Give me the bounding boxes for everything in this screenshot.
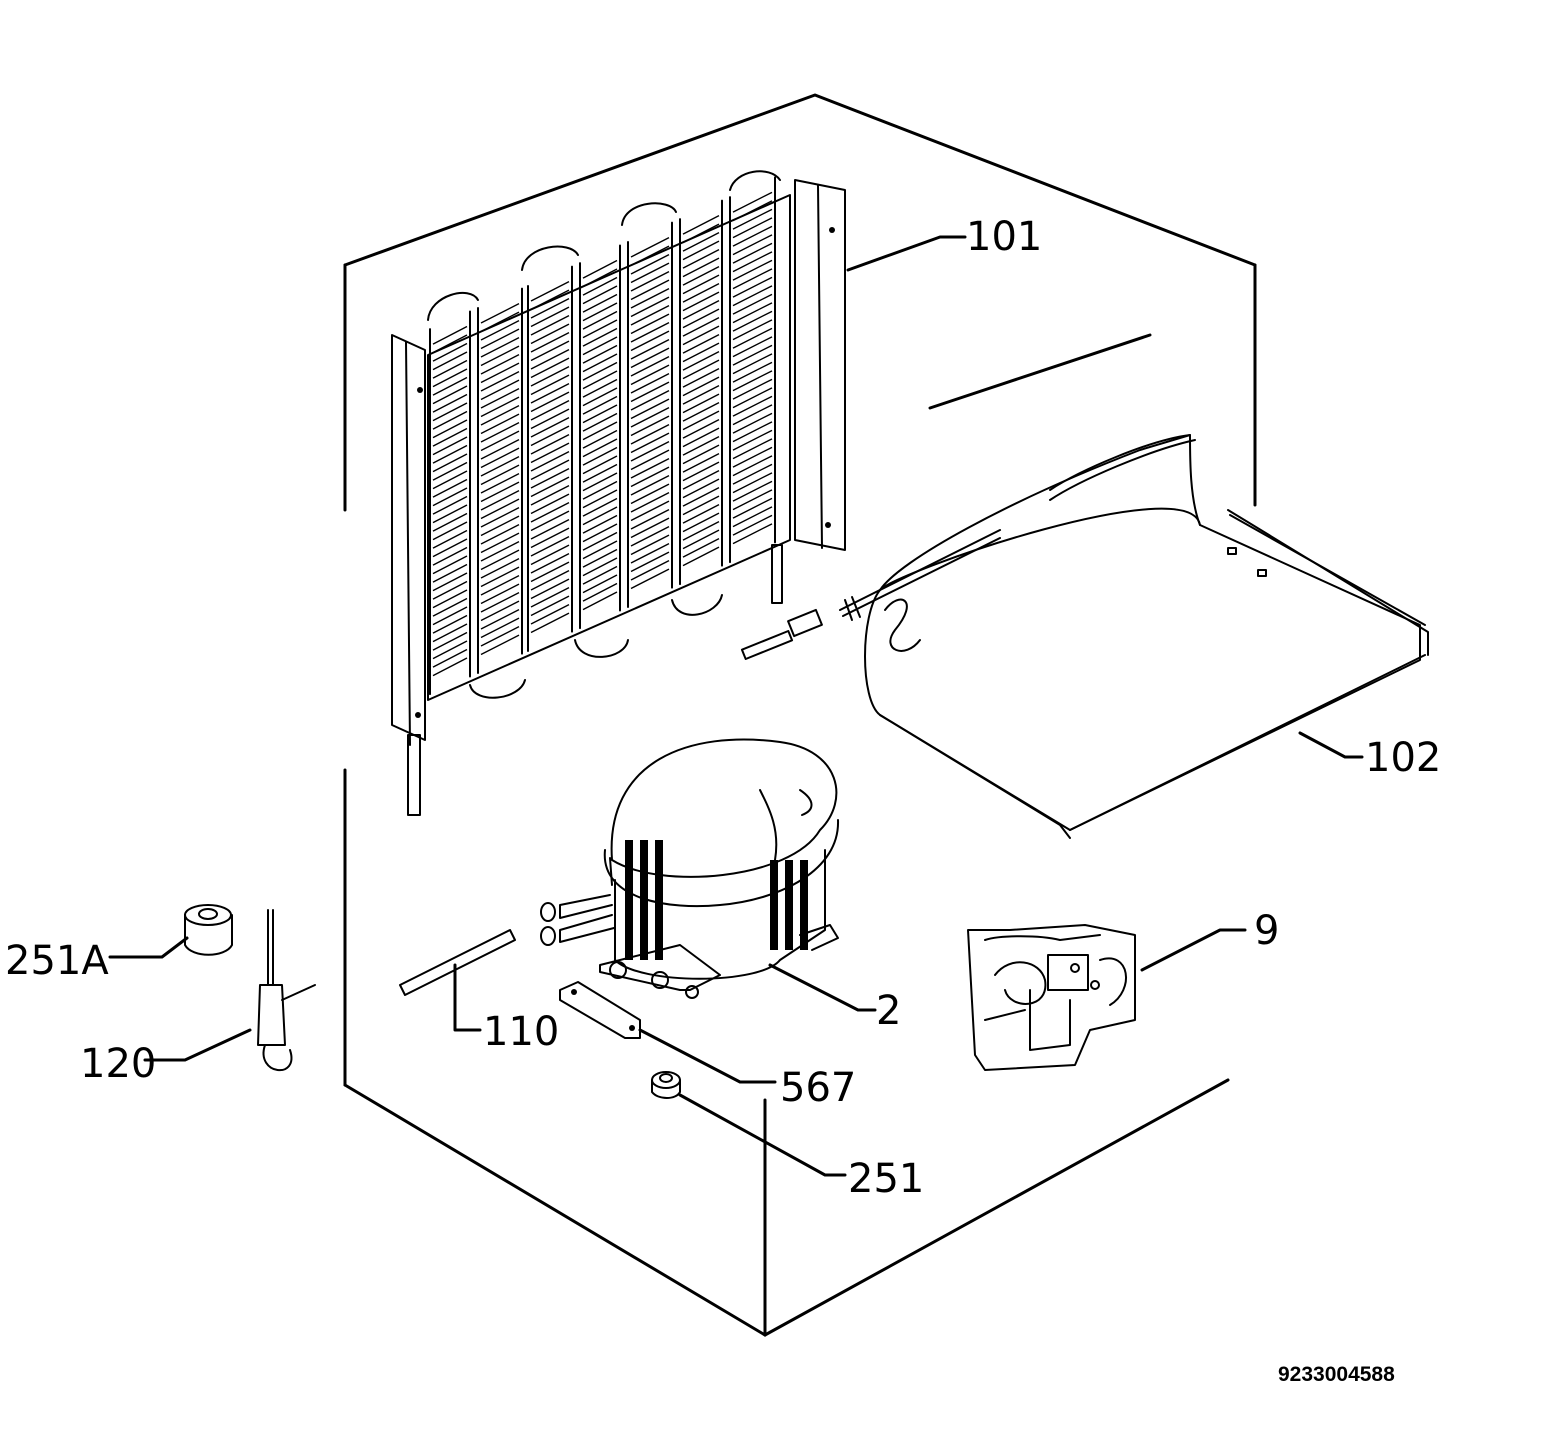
label-251: 251 [848,1156,924,1202]
spacer-251A [184,904,233,956]
label-9: 9 [1254,908,1279,954]
label-120: 120 [80,1041,156,1087]
label-567: 567 [780,1065,856,1111]
part-labels: 101 102 9 2 110 567 251 251A 120 9233004… [5,214,1441,1386]
leader-lines [108,235,1364,1177]
cabinet-outline [343,93,1257,1337]
relay-starter [967,924,1136,1071]
compressor [540,738,840,999]
label-110: 110 [483,1009,559,1055]
condenser [391,170,846,816]
label-251A: 251A [5,938,109,984]
label-2: 2 [876,988,901,1034]
label-101: 101 [966,214,1042,260]
evaporator-tray [740,434,1429,839]
mounting-plate [559,981,641,1039]
pipe-110 [399,929,516,996]
drawing-code: 9233004588 [1278,1363,1395,1386]
grommet-251 [651,1071,681,1099]
dryer-120 [257,909,316,1072]
label-102: 102 [1365,735,1441,781]
